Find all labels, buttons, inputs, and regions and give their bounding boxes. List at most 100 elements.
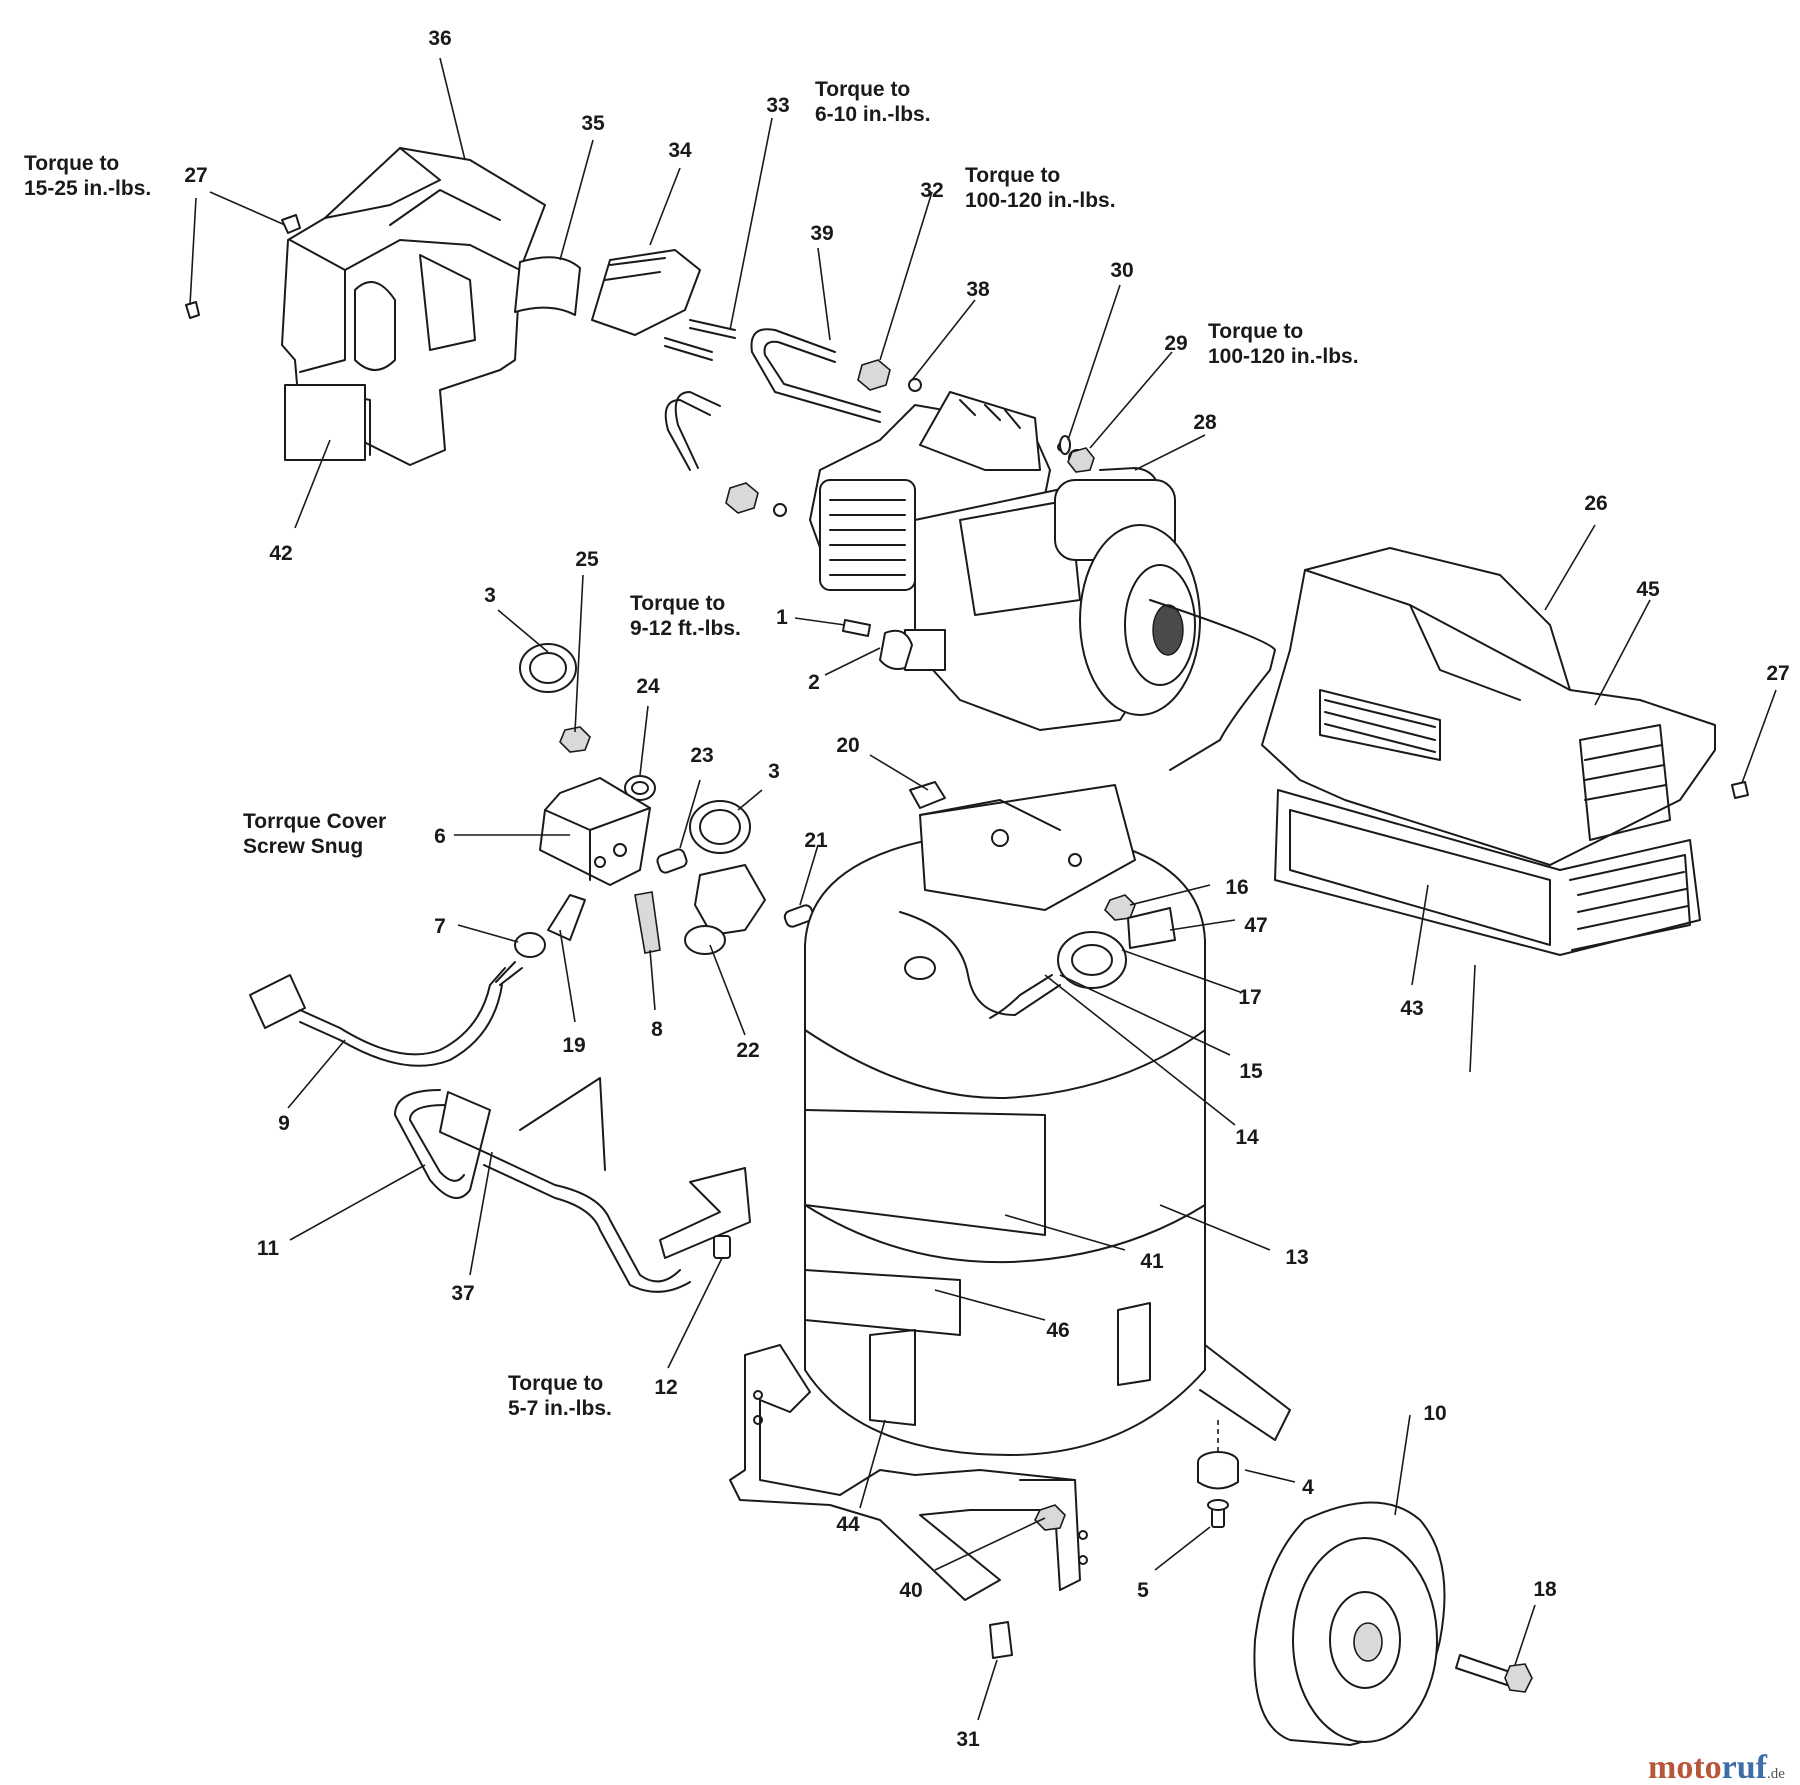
note-torque-33-line2: 6-10 in.-lbs. xyxy=(815,103,931,126)
label-13: 13 xyxy=(1285,1246,1308,1269)
tube-14 xyxy=(899,911,1061,1016)
label-12: 12 xyxy=(654,1376,677,1399)
label-35: 35 xyxy=(581,112,605,135)
label-25: 25 xyxy=(575,548,599,571)
label-19: 19 xyxy=(562,1034,585,1057)
label-29: 29 xyxy=(1164,332,1187,355)
label-3: 3 xyxy=(768,760,780,783)
tank-13 xyxy=(804,784,1206,1456)
fittings-29-30 xyxy=(1059,435,1095,473)
watermark-part1: moto xyxy=(1648,1749,1722,1785)
handle-11-37 xyxy=(394,1077,751,1293)
label-47: 47 xyxy=(1244,914,1267,937)
label-39: 39 xyxy=(810,222,833,245)
regulator-22 xyxy=(684,864,766,955)
shroud-26-45-43 xyxy=(1261,547,1716,956)
label-20: 20 xyxy=(836,734,859,757)
screws-27 xyxy=(185,214,1749,799)
label-42: 42 xyxy=(269,542,292,565)
label-30: 30 xyxy=(1110,259,1133,282)
note-torque-33-line1: Torque to xyxy=(815,78,910,101)
label-28: 28 xyxy=(1193,411,1217,434)
label-46: 46 xyxy=(1046,1319,1069,1342)
label-8: 8 xyxy=(651,1018,663,1041)
pump-and-motor xyxy=(809,391,1276,771)
label-27: 27 xyxy=(1766,662,1789,685)
label-23: 23 xyxy=(690,744,713,767)
note-torque-12-line2: 5-7 in.-lbs. xyxy=(508,1397,612,1420)
label-1: 1 xyxy=(776,606,788,629)
label-11: 11 xyxy=(257,1237,280,1260)
fittings-24-25 xyxy=(559,726,656,801)
label-15: 15 xyxy=(1239,1060,1263,1083)
part-number-labels: 36 35 34 33 39 32 38 30 29 28 27 42 26 4… xyxy=(184,27,1789,1751)
label-44: 44 xyxy=(836,1513,860,1536)
nipple-8 xyxy=(634,891,661,954)
label-38: 38 xyxy=(966,278,990,301)
watermark-suffix: .de xyxy=(1767,1766,1785,1782)
label-3: 3 xyxy=(484,584,496,607)
label-31: 31 xyxy=(956,1728,980,1751)
pressure-switch-6 xyxy=(539,777,651,886)
bolts-33 xyxy=(664,319,736,361)
note-torque-32-line1: Torque to xyxy=(965,164,1060,187)
note-torque-29-line1: Torque to xyxy=(1208,320,1303,343)
label-16: 16 xyxy=(1225,876,1248,899)
foot-4-bolt-5 xyxy=(1197,1420,1239,1528)
label-33: 33 xyxy=(766,94,789,117)
leader-lines xyxy=(189,57,1777,1721)
label-21: 21 xyxy=(804,829,828,852)
note-torque-12-line1: Torque to xyxy=(508,1372,603,1395)
label-14: 14 xyxy=(1235,1126,1259,1149)
shield-35 xyxy=(514,256,581,316)
label-17: 17 xyxy=(1238,986,1261,1009)
watermark-part2: ruf xyxy=(1722,1749,1768,1785)
wheel-10 xyxy=(1253,1501,1446,1746)
label-18: 18 xyxy=(1533,1578,1557,1601)
drain-valve-31 xyxy=(989,1621,1013,1659)
fittings-21-23 xyxy=(656,848,815,928)
watermark: motoruf.de xyxy=(1648,1749,1785,1785)
note-torque-6-line1: Torrque Cover xyxy=(243,810,386,833)
label-10: 10 xyxy=(1423,1402,1446,1425)
note-torque-27-line1: Torque to xyxy=(24,152,119,175)
label-34: 34 xyxy=(668,139,692,162)
note-torque-1-line2: 9-12 ft.-lbs. xyxy=(630,617,741,640)
svg-text:motoruf.de: motoruf.de xyxy=(1648,1749,1785,1785)
check-valve-15-17 xyxy=(989,894,1176,1019)
label-9: 9 xyxy=(278,1112,290,1135)
shroud-36 xyxy=(281,147,546,466)
clip-20 xyxy=(909,781,946,809)
note-torque-1-line1: Torque to xyxy=(630,592,725,615)
fittings-7-19 xyxy=(514,894,586,958)
label-27: 27 xyxy=(184,164,207,187)
axle-bolt-18 xyxy=(1455,1654,1533,1693)
label-24: 24 xyxy=(636,675,660,698)
label-6: 6 xyxy=(434,825,446,848)
bolt-12 xyxy=(713,1235,731,1259)
label-2: 2 xyxy=(808,671,820,694)
label-40: 40 xyxy=(899,1579,922,1602)
label-5: 5 xyxy=(1137,1579,1149,1602)
note-torque-6-line2: Screw Snug xyxy=(243,835,363,858)
label-4: 4 xyxy=(1302,1476,1314,1499)
label-36: 36 xyxy=(428,27,451,50)
label-41: 41 xyxy=(1140,1250,1164,1273)
label-32: 32 xyxy=(920,179,943,202)
label-7: 7 xyxy=(434,915,446,938)
torque-notes: Torque to 15-25 in.-lbs. Torque to 6-10 … xyxy=(24,78,1359,1420)
note-torque-32-line2: 100-120 in.-lbs. xyxy=(965,189,1116,212)
note-torque-27-line2: 15-25 in.-lbs. xyxy=(24,177,151,200)
outlet-tubes xyxy=(664,328,1161,496)
note-torque-29-line2: 100-120 in.-lbs. xyxy=(1208,345,1359,368)
label-22: 22 xyxy=(736,1039,759,1062)
bolt-1-spacer-2 xyxy=(842,619,913,670)
power-cord-9 xyxy=(249,961,523,1067)
gauges-3 xyxy=(519,643,751,854)
label-43: 43 xyxy=(1400,997,1423,1020)
bracket-34 xyxy=(591,249,701,336)
label-37: 37 xyxy=(451,1282,474,1305)
label-26: 26 xyxy=(1584,492,1607,515)
label-45: 45 xyxy=(1636,578,1660,601)
